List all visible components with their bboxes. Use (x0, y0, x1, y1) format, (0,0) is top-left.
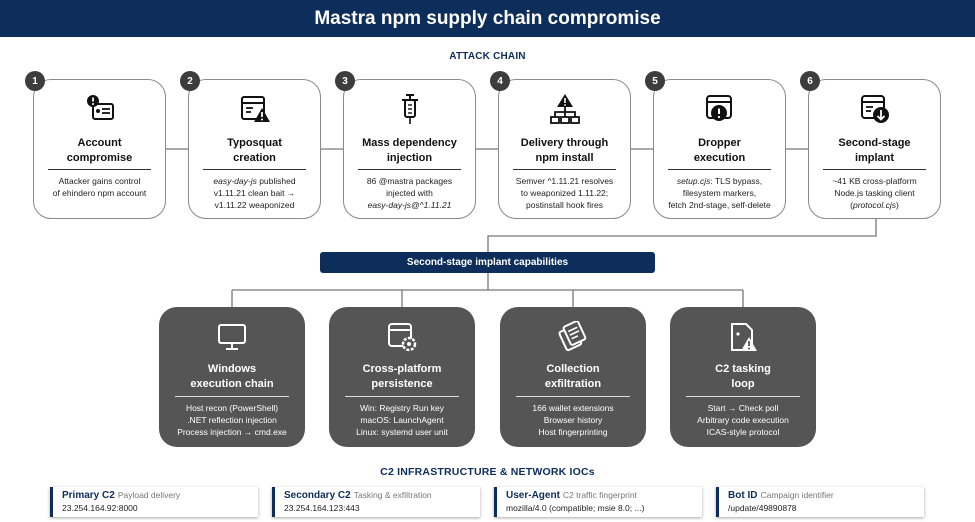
step-divider (358, 169, 461, 170)
ioc-value: /update/49890878 (728, 503, 797, 513)
ioc-description: C2 traffic fingerprint (562, 490, 637, 500)
step-second-stage-implant: 6 Second-stage implant ~41 KB cross-plat… (800, 71, 941, 219)
step-number: 6 (800, 71, 820, 91)
ioc-description: Tasking & exfiltration (353, 490, 432, 500)
ioc-value: 23.254.164.123:443 (284, 503, 360, 513)
step-number: 4 (490, 71, 510, 91)
page-title: Mastra npm supply chain compromise (0, 0, 975, 37)
step-divider (48, 169, 151, 170)
monitor-icon (218, 324, 246, 350)
step-description: Semver ^1.11.21 resolves to weaponized 1… (515, 176, 614, 210)
step-typosquat-creation: 2 Typosquat creation easy-day-js publish… (180, 71, 321, 219)
capability-title: Collection exfiltration (544, 363, 602, 390)
capability-divider (175, 396, 289, 397)
file-warning-icon (731, 323, 757, 351)
capability-cross-platform-persistence: Cross-platform persistence Win: Registry… (329, 307, 475, 447)
step-number: 1 (25, 71, 45, 91)
attack-chain-label: ATTACK CHAIN (449, 51, 526, 62)
step-account-compromise: 1 Account compromise Attacker gains cont… (25, 71, 166, 219)
step-divider (513, 169, 616, 170)
step-number: 5 (645, 71, 665, 91)
step-delivery-npm-install: 4 Delivery through npm install Semver ^1… (490, 71, 631, 219)
ioc-section-label: C2 INFRASTRUCTURE & NETWORK IOCs (380, 466, 595, 478)
step-description: easy-day-js published v1.11.21 clean bai… (213, 176, 296, 210)
step-title: Mass dependency injection (362, 137, 457, 164)
capabilities-header: Second-stage implant capabilities (320, 252, 655, 273)
capability-collection-exfiltration: Collection exfiltration 166 wallet exten… (500, 307, 646, 447)
step-mass-dependency-injection: 3 Mass dependency injection 86 @mastra p… (335, 71, 476, 219)
window-gear-icon (388, 323, 417, 352)
capability-c2-tasking-loop: C2 tasking loop Start → Check poll Arbit… (670, 307, 816, 447)
capability-list: Win: Registry Run key macOS: LaunchAgent… (356, 403, 448, 437)
step-description: ~41 KB cross-platform Node.js tasking cl… (832, 176, 917, 210)
capability-list: 166 wallet extensions Browser history Ho… (532, 403, 614, 437)
alert-id-card-icon (86, 95, 114, 120)
step-title: Typosquat creation (227, 137, 282, 164)
ioc-value: mozilla/4.0 (compatible; msie 8.0; ...) (506, 503, 645, 513)
capability-list: Host recon (PowerShell) .NET reflection … (177, 403, 287, 437)
capability-windows-execution: Windows execution chain Host recon (Powe… (159, 307, 305, 447)
ioc-name: Secondary C2 (284, 490, 351, 501)
step-dropper-execution: 5 Dropper execution setup.cjs: TLS bypas… (645, 71, 786, 219)
syringe-icon (401, 94, 418, 124)
step-title: Second-stage implant (838, 137, 911, 164)
step-number: 3 (335, 71, 355, 91)
ioc-description: Payload delivery (117, 490, 181, 500)
capability-title: Cross-platform persistence (362, 363, 442, 390)
capability-title: C2 tasking loop (715, 363, 771, 390)
ioc-value: 23.254.164.92:8000 (62, 503, 138, 513)
capability-list: Start → Check poll Arbitrary code execut… (697, 403, 789, 437)
step-divider (823, 169, 926, 170)
capability-divider (516, 396, 630, 397)
step-divider (668, 169, 771, 170)
capability-divider (686, 396, 800, 397)
capability-divider (345, 396, 459, 397)
step-description: 86 @mastra packages injected with easy-d… (366, 176, 453, 210)
step-description: setup.cjs: TLS bypass, filesystem marker… (668, 176, 771, 210)
ioc-name: User-Agent (506, 490, 560, 501)
window-alert-icon (705, 95, 732, 121)
window-download-icon (860, 95, 889, 123)
ioc-description: Campaign identifier (760, 490, 834, 500)
step-number: 2 (180, 71, 200, 91)
ioc-name: Bot ID (728, 490, 758, 501)
browser-warning-icon (240, 96, 270, 122)
capability-title: Windows execution chain (190, 363, 274, 390)
step-description: Attacker gains control of ehindero npm a… (52, 176, 147, 198)
connector-implant-to-capabilities (487, 219, 877, 252)
ioc-name: Primary C2 (62, 490, 115, 501)
step-divider (203, 169, 306, 170)
documents-icon (558, 321, 587, 352)
step-title: Dropper execution (693, 137, 746, 164)
network-warning-icon (549, 94, 580, 124)
step-title: Delivery through npm install (520, 137, 609, 164)
step-title: Account compromise (66, 137, 133, 164)
